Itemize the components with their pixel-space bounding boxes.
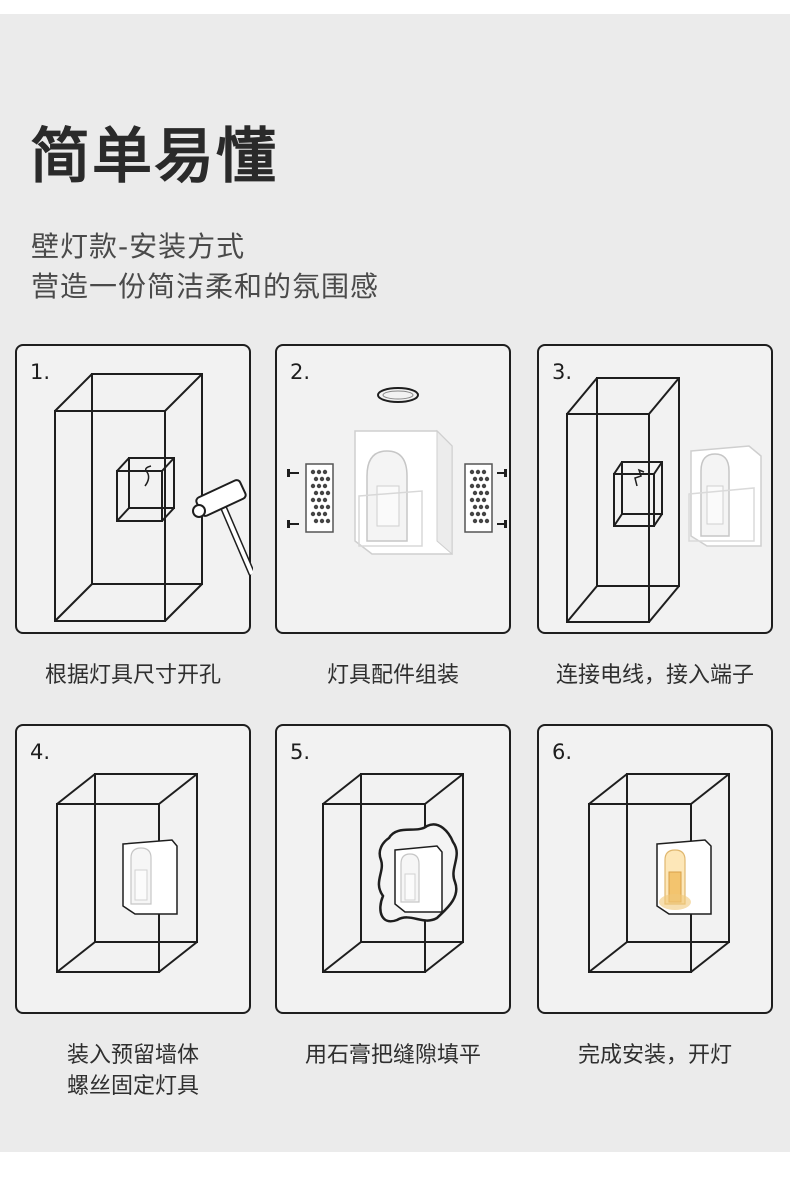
step-number: 4. (30, 740, 51, 764)
step-caption-1: 根据灯具尺寸开孔 (15, 660, 251, 691)
step-caption-4: 装入预留墙体 螺丝固定灯具 (15, 1040, 251, 1102)
step-panel-5: 5. (275, 724, 511, 1014)
step-number: 5. (290, 740, 311, 764)
top-strip (0, 0, 790, 14)
step-caption-line: 连接电线，接入端子 (555, 663, 754, 688)
step-number: 2. (290, 360, 311, 384)
step-caption-line: 螺丝固定灯具 (66, 1074, 199, 1099)
lamp-lit-icon (588, 773, 730, 973)
bottom-strip (0, 1152, 790, 1196)
subtitle-line-2: 营造一份简洁柔和的氛围感 (31, 270, 380, 303)
step-panel-2: 2. (275, 344, 511, 634)
step-panel-3: 3. (537, 344, 773, 634)
step-caption-3: 连接电线，接入端子 (522, 660, 788, 691)
step-panel-1: 1. (15, 344, 253, 634)
step-caption-line: 装入预留墙体 (66, 1043, 199, 1068)
step-caption-line: 用石膏把缝隙填平 (304, 1043, 481, 1068)
wall-hole-hammer-icon (54, 373, 253, 622)
step-caption-5: 用石膏把缝隙填平 (262, 1040, 524, 1071)
plaster-fill-icon (322, 773, 464, 973)
wire-connection-icon (566, 377, 762, 623)
page-title: 简单易懂 (30, 122, 278, 192)
step-panel-6: 6. (537, 724, 773, 1014)
step-caption-line: 灯具配件组装 (326, 663, 459, 688)
lamp-parts-assembly-icon (287, 387, 507, 556)
lamp-in-wall-icon (56, 773, 198, 973)
step-number: 6. (552, 740, 573, 764)
step-number: 3. (552, 360, 573, 384)
subtitle-line-1: 壁灯款-安装方式 (31, 230, 246, 263)
step-caption-line: 完成安装，开灯 (577, 1043, 732, 1068)
step-caption-line: 根据灯具尺寸开孔 (44, 663, 221, 688)
step-number: 1. (30, 360, 51, 384)
step-panel-4: 4. (15, 724, 251, 1014)
step-caption-2: 灯具配件组装 (275, 660, 511, 691)
step-caption-6: 完成安装，开灯 (537, 1040, 773, 1071)
